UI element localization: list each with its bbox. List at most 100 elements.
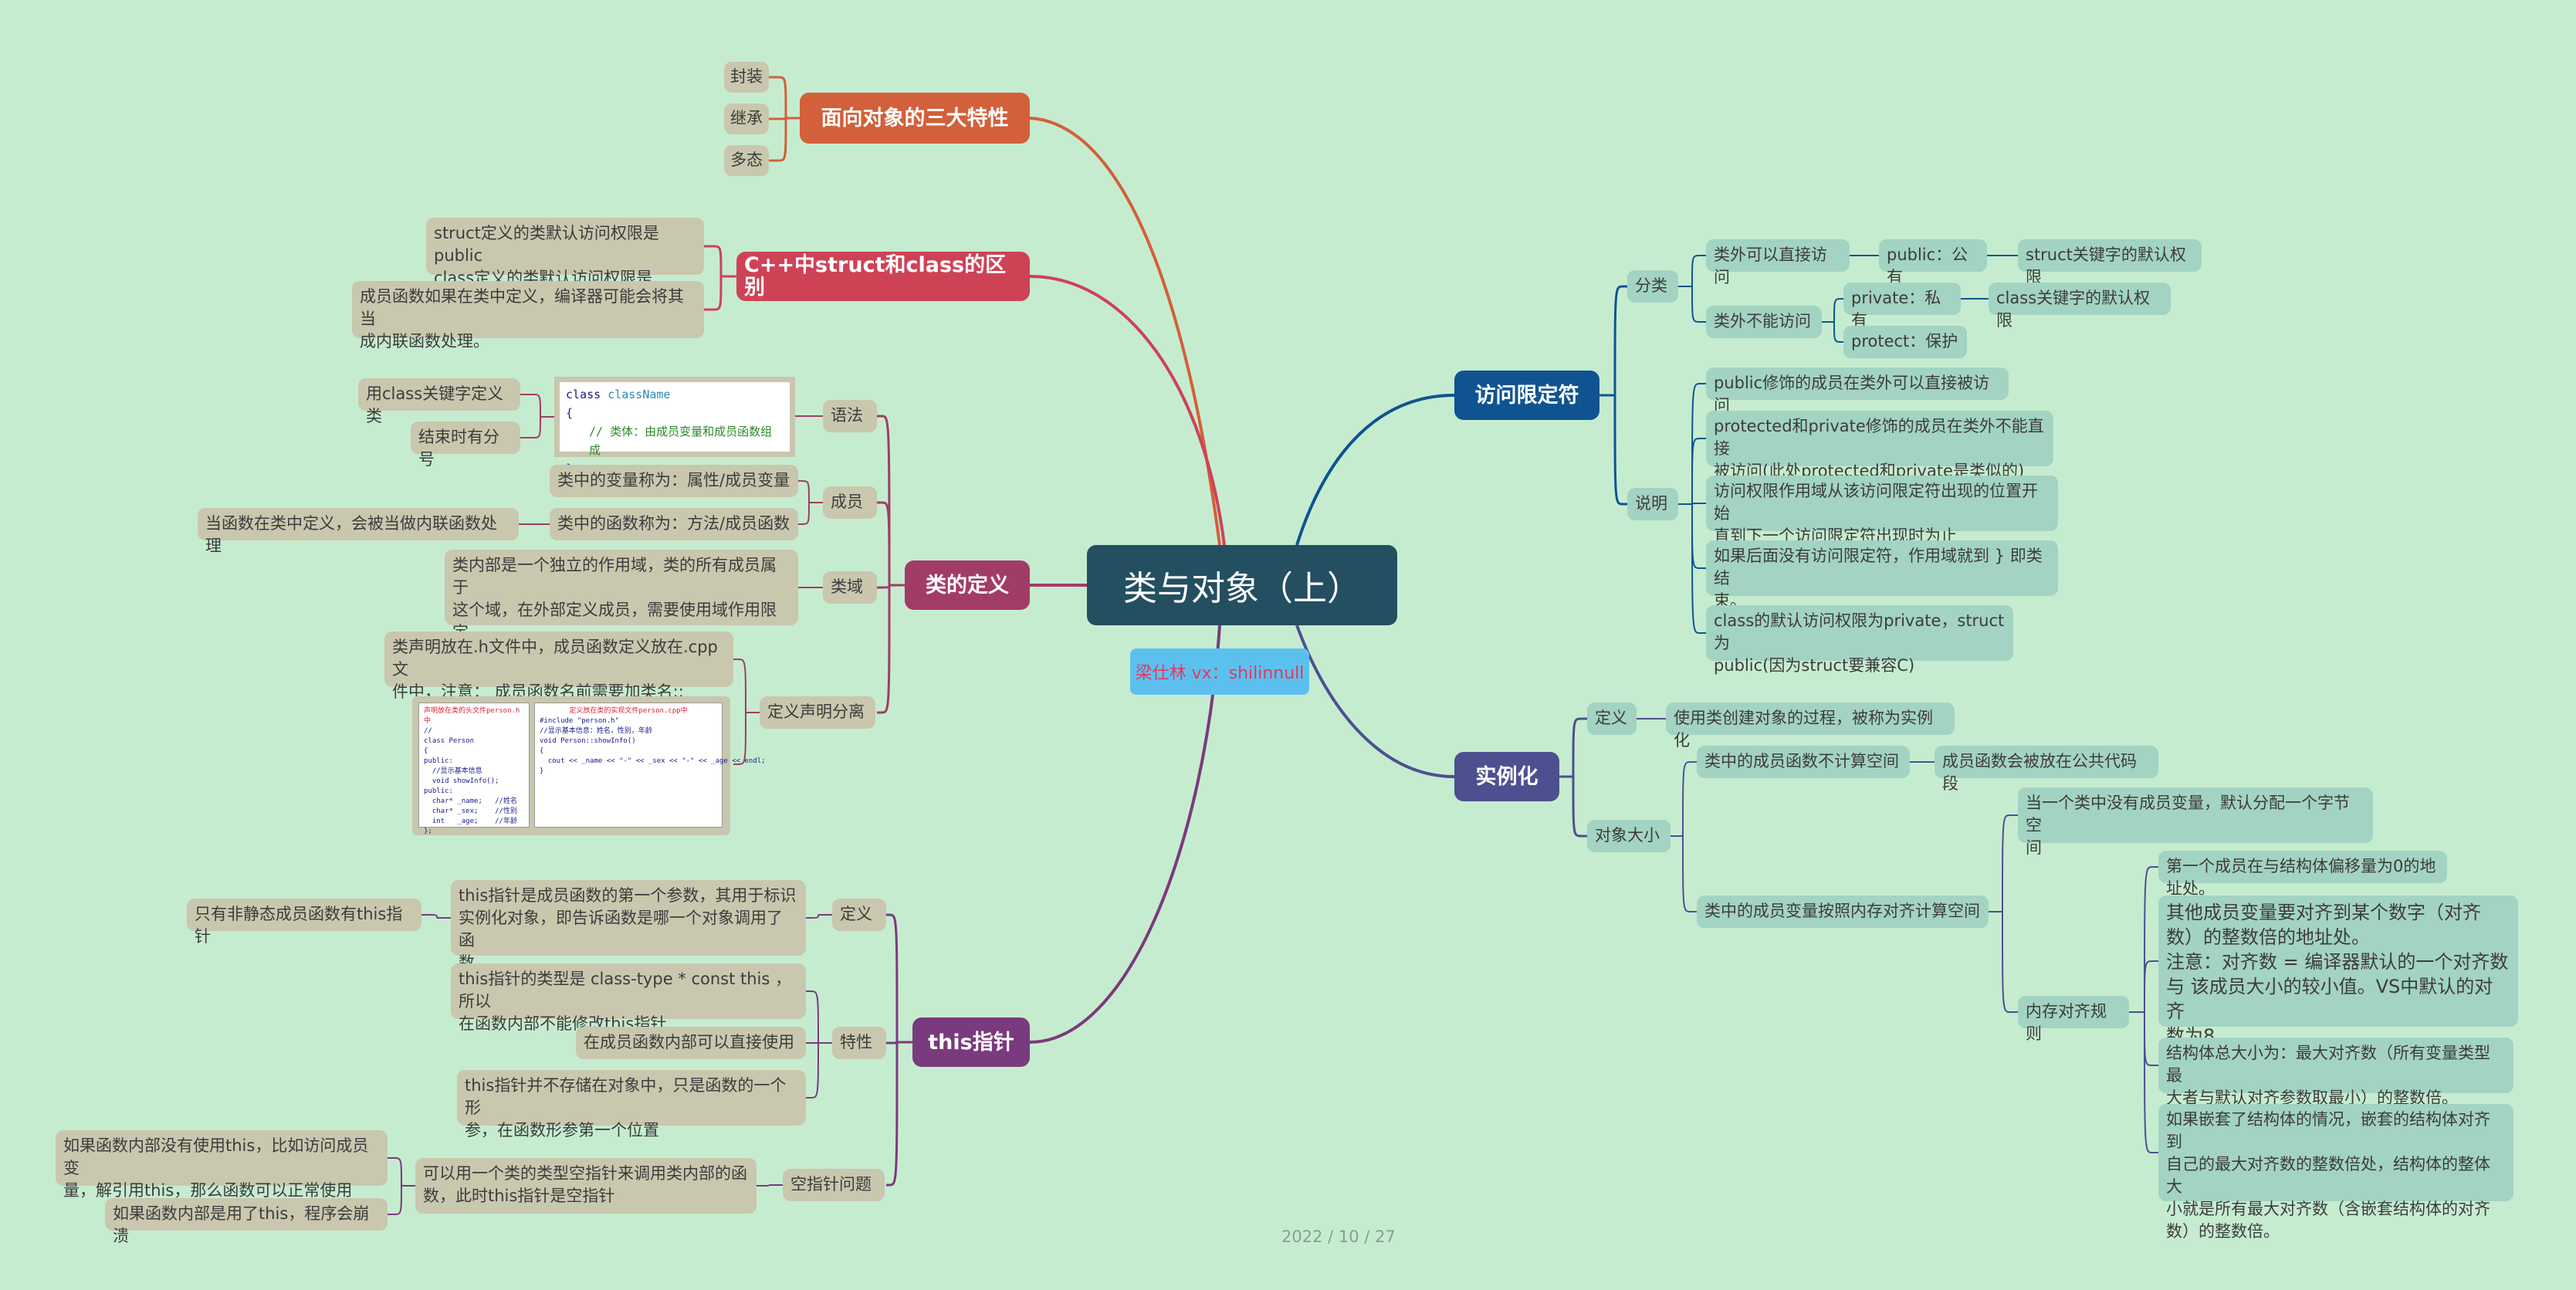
syntax-note-class-keyword[interactable]: 用class关键字定义类	[358, 378, 520, 425]
access-explain-scope[interactable]: 访问权限作用域从该访问限定符出现的位置开始 直到下一个访问限定符出现时为止	[1706, 476, 2058, 545]
access-explain-default[interactable]: class的默认访问权限为private，struct为 public(因为st…	[1706, 605, 2013, 675]
topic-struct-vs-class[interactable]: C++中struct和class的区别	[736, 252, 1030, 301]
instance-definition-note[interactable]: 使用类创建对象的过程，被称为实例化	[1666, 703, 1955, 750]
connector	[733, 712, 746, 765]
connector	[769, 117, 787, 120]
oop-item-encapsulation[interactable]: 封装	[724, 62, 769, 93]
code-open-brace: {	[566, 406, 574, 420]
alignment-rule-total[interactable]: 结构体总大小为：最大对齐数（所有变量类型最 大者与默认对齐参数取最小）的整数倍。	[2158, 1038, 2513, 1107]
connector	[886, 1041, 899, 1045]
classdef-separate-label[interactable]: 定义声明分离	[760, 696, 875, 729]
classdef-syntax-label[interactable]: 语法	[823, 400, 877, 432]
struct-default-access-note[interactable]: struct定义的类默认访问权限是public class定义的类默认访问权限是…	[426, 218, 704, 310]
instance-definition-label[interactable]: 定义	[1587, 703, 1637, 735]
connector	[1572, 776, 1587, 838]
connector	[1682, 761, 1697, 837]
separate-declaration-note[interactable]: 类声明放在.h文件中，成员函数定义放在.cpp文 件中，注意： 成员函数名前需要…	[384, 631, 733, 701]
cpp-code-line: }	[540, 767, 544, 775]
access-private-default-note[interactable]: class关键字的默认权限	[1989, 283, 2171, 330]
access-public-default-note[interactable]: struct关键字的默认权限	[2018, 239, 2202, 286]
header-code-line: };	[424, 828, 432, 835]
access-protect[interactable]: protect：保护	[1843, 326, 1967, 358]
access-explain-protected[interactable]: protected和private修饰的成员在类外不能直接 被访问(此处prot…	[1706, 411, 2053, 480]
this-definition-note[interactable]: this指针是成员函数的第一个参数，其用于标识 实例化对象，即告诉函数是哪一个对…	[451, 880, 806, 972]
this-feature-label[interactable]: 特性	[832, 1027, 886, 1059]
connector	[2144, 1011, 2158, 1066]
access-public[interactable]: public：公有	[1879, 239, 1987, 286]
this-null-crash-note[interactable]: 如果函数内部是用了this，程序会崩溃	[105, 1198, 388, 1245]
object-size-func[interactable]: 类中的成员函数不计算空间	[1697, 746, 1910, 778]
member-variable-note[interactable]: 类中的变量称为：属性/成员变量	[550, 465, 798, 497]
date-label: 2022 / 10 / 27	[1281, 1227, 1396, 1246]
topic-access-specifiers[interactable]: 访问限定符	[1454, 371, 1599, 420]
connector	[798, 502, 810, 525]
object-size-label[interactable]: 对象大小	[1587, 820, 1671, 852]
alignment-rules-label[interactable]: 内存对齐规则	[2018, 996, 2129, 1043]
root-topic[interactable]: 类与对象（上）	[1087, 545, 1397, 625]
connector	[806, 914, 819, 919]
this-null-label[interactable]: 空指针问题	[783, 1169, 885, 1201]
connector	[1691, 255, 1706, 287]
topic-this-pointer[interactable]: this指针	[912, 1017, 1030, 1067]
connector	[2144, 960, 2158, 1013]
access-outside-denied[interactable]: 类外不能访问	[1706, 306, 1822, 338]
header-code-line: char* _name; //姓名	[424, 797, 517, 805]
syntax-note-semicolon[interactable]: 结束时有分号	[411, 422, 520, 469]
header-code-line: //显示基本信息	[424, 767, 482, 775]
connector	[733, 659, 746, 713]
this-definition-label[interactable]: 定义	[832, 899, 886, 931]
connector	[806, 990, 819, 1044]
object-size-var[interactable]: 类中的成员变量按照内存对齐计算空间	[1697, 896, 1989, 928]
access-explain-public[interactable]: public修饰的成员在类外可以直接被访问	[1706, 367, 2009, 415]
access-explain-end[interactable]: 如果后面没有访问限定符，作用域就到 } 即类结 束。	[1706, 540, 2058, 610]
struct-inline-note[interactable]: 成员函数如果在类中定义，编译器可能会将其当 成内联函数处理。	[352, 281, 704, 350]
connector	[769, 117, 787, 162]
connector	[520, 394, 541, 418]
connector	[1572, 717, 1587, 777]
access-outside-allowed[interactable]: 类外可以直接访问	[1706, 239, 1850, 286]
connector	[520, 416, 541, 438]
header-code-line: public:	[424, 757, 453, 765]
connector	[757, 1184, 770, 1187]
alignment-rule-others[interactable]: 其他成员变量要对齐到某个数字（对齐 数）的整数倍的地址处。 注意：对齐数 = 编…	[2158, 896, 2518, 1047]
header-code-line: int _age; //年龄	[424, 818, 517, 825]
class-scope-note[interactable]: 类内部是一个独立的作用域，类的所有成员属于 这个域，在外部定义成员，需要使用域作…	[445, 550, 798, 664]
oop-item-inheritance[interactable]: 继承	[724, 103, 769, 134]
cpp-code-line: //显示基本信息：姓名，性别，年龄	[540, 727, 652, 735]
connector	[877, 584, 891, 714]
connector	[704, 245, 723, 277]
topic-oop-features[interactable]: 面向对象的三大特性	[800, 93, 1030, 144]
this-feature-direct-use[interactable]: 在成员函数内部可以直接使用	[576, 1027, 806, 1059]
cpp-code-line: {	[540, 747, 544, 755]
topic-instantiation[interactable]: 实例化	[1454, 752, 1559, 801]
access-category-label[interactable]: 分类	[1627, 270, 1678, 303]
header-file-panel: 声明放在类的头文件person.h中 //class Person{public…	[418, 703, 530, 835]
object-size-empty-class[interactable]: 当一个类中没有成员变量，默认分配一个字节空 间	[2018, 787, 2373, 857]
classdef-member-label[interactable]: 成员	[823, 486, 877, 519]
this-feature-storage[interactable]: this指针并不存储在对象中，只是函数的一个形 参，在函数形参第一个位置	[457, 1070, 806, 1139]
access-explain-label[interactable]: 说明	[1627, 488, 1678, 520]
alignment-rule-first[interactable]: 第一个成员在与结构体偏移量为0的地址处。	[2158, 851, 2447, 898]
this-null-no-use-note[interactable]: 如果函数内部没有使用this，比如访问成员变 量，解引用this，那么函数可以正…	[56, 1130, 388, 1200]
connector	[769, 76, 787, 119]
topic-class-definition[interactable]: 类的定义	[905, 560, 1030, 610]
member-function-note[interactable]: 类中的函数称为：方法/成员函数	[550, 508, 798, 540]
this-null-note[interactable]: 可以用一个类的类型空指针来调用类内部的函 数，此时this指针是空指针	[415, 1158, 757, 1214]
member-function-inline-note[interactable]: 当函数在类中定义，会被当做内联函数处理	[198, 508, 519, 555]
alignment-rule-nested[interactable]: 如果嵌套了结构体的情况，嵌套的结构体对齐到 自己的最大对齐数的整数倍处，结构体的…	[2158, 1104, 2513, 1241]
oop-item-polymorphism[interactable]: 多态	[724, 145, 769, 176]
header-code-line: char* _sex; //性别	[424, 808, 517, 815]
connector	[1029, 625, 1221, 1044]
access-private[interactable]: private：私有	[1843, 283, 1961, 330]
this-static-note[interactable]: 只有非静态成员函数有this指针	[187, 899, 421, 946]
connector	[1613, 394, 1627, 506]
cpp-file-panel: 定义放在类的实现文件person.cpp中 #include "person.h…	[534, 703, 766, 828]
connector	[2002, 911, 2018, 1013]
classdef-scope-label[interactable]: 类域	[823, 571, 877, 604]
object-size-func-note[interactable]: 成员函数会被放在公共代码段	[1935, 746, 2158, 793]
this-feature-const[interactable]: this指针的类型是 class-type * const this ，所以 在…	[451, 963, 806, 1033]
header-code-line: //	[424, 727, 432, 735]
code-keyword: class	[566, 388, 601, 401]
